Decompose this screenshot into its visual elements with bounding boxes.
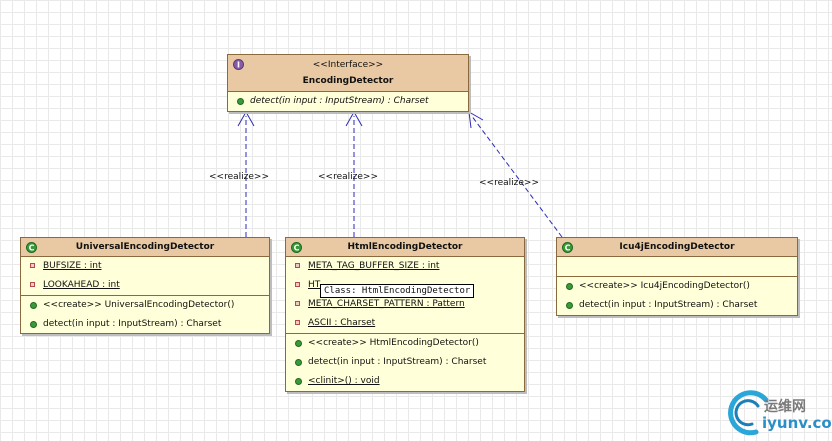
realize-label-html: <<realize>> bbox=[318, 172, 378, 182]
class-name: UniversalEncodingDetector bbox=[75, 242, 215, 252]
svg-text:C: C bbox=[29, 244, 35, 253]
class-icu4j-encoding-detector[interactable]: C Icu4jEncodingDetector <<create>> Icu4j… bbox=[556, 237, 798, 316]
realize-label-icu4j: <<realize>> bbox=[479, 178, 539, 188]
watermark-url: iyunv.com bbox=[762, 414, 832, 432]
class-icon: C bbox=[562, 242, 573, 253]
operation-row[interactable]: detect(in input : InputStream) : Charset bbox=[557, 296, 797, 315]
interface-name: EncodingDetector bbox=[302, 76, 394, 86]
class-name: HtmlEncodingDetector bbox=[347, 242, 463, 252]
class-fields: BUFSIZE : int LOOKAHEAD : int bbox=[21, 257, 269, 296]
class-html-encoding-detector[interactable]: C HtmlEncodingDetector META_TAG_BUFFER_S… bbox=[285, 237, 525, 392]
class-operations: <<create>> Icu4jEncodingDetector() detec… bbox=[557, 277, 797, 315]
field-row[interactable]: BUFSIZE : int bbox=[21, 257, 269, 276]
class-header: C HtmlEncodingDetector bbox=[286, 238, 524, 257]
private-field-icon bbox=[295, 301, 300, 306]
class-icon: C bbox=[291, 242, 302, 253]
private-field-icon bbox=[295, 320, 300, 325]
private-field-icon bbox=[30, 263, 35, 268]
realize-arrowhead-html bbox=[345, 110, 363, 127]
realize-arrowhead-icu4j bbox=[468, 111, 484, 129]
public-operation-icon bbox=[295, 378, 302, 385]
watermark-text: 运维网 bbox=[764, 399, 806, 415]
operation-row[interactable]: <<create>> Icu4jEncodingDetector() bbox=[557, 277, 797, 296]
operation-row[interactable]: detect(in input : InputStream) : Charset bbox=[21, 315, 269, 334]
class-operations: <<create>> HtmlEncodingDetector() detect… bbox=[286, 334, 524, 391]
public-operation-icon bbox=[566, 302, 573, 309]
field-row[interactable]: LOOKAHEAD : int bbox=[21, 276, 269, 295]
interface-encoding-detector[interactable]: I <<Interface>> EncodingDetector detect(… bbox=[227, 54, 469, 112]
class-icon: C bbox=[26, 242, 37, 253]
class-header: C UniversalEncodingDetector bbox=[21, 238, 269, 257]
field-row[interactable]: META_CHARSET_PATTERN : Pattern bbox=[286, 295, 524, 314]
operation-row[interactable]: detect(in input : InputStream) : Charset bbox=[286, 353, 524, 372]
public-operation-icon bbox=[30, 321, 37, 328]
watermark: 运维网 iyunv.com bbox=[726, 390, 832, 438]
field-row[interactable]: ASCII : Charset bbox=[286, 314, 524, 333]
public-operation-icon bbox=[295, 340, 302, 347]
class-tooltip: Class: HtmlEncodingDetector bbox=[320, 284, 475, 298]
interface-icon: I bbox=[233, 59, 244, 70]
interface-header: I <<Interface>> EncodingDetector bbox=[228, 55, 468, 92]
svg-text:C: C bbox=[565, 244, 571, 253]
public-operation-icon bbox=[566, 283, 573, 290]
class-fields: META_TAG_BUFFER_SIZE : int HT META_CHARS… bbox=[286, 257, 524, 334]
class-operations: <<create>> UniversalEncodingDetector() d… bbox=[21, 296, 269, 334]
realize-arrowhead-universal bbox=[237, 110, 255, 127]
field-row[interactable]: META_TAG_BUFFER_SIZE : int bbox=[286, 257, 524, 276]
private-field-icon bbox=[295, 263, 300, 268]
public-operation-icon bbox=[30, 302, 37, 309]
realize-line-icu4j bbox=[470, 114, 563, 238]
watermark-logo-icon bbox=[728, 390, 769, 436]
operation-row[interactable]: <<create>> HtmlEncodingDetector() bbox=[286, 334, 524, 353]
class-name: Icu4jEncodingDetector bbox=[619, 242, 735, 252]
private-field-icon bbox=[295, 282, 300, 287]
public-operation-icon bbox=[295, 359, 302, 366]
public-operation-icon bbox=[237, 98, 244, 105]
class-universal-encoding-detector[interactable]: C UniversalEncodingDetector BUFSIZE : in… bbox=[20, 237, 270, 334]
operation-row[interactable]: detect(in input : InputStream) : Charset bbox=[228, 92, 468, 111]
realize-label-universal: <<realize>> bbox=[209, 172, 269, 182]
operation-row[interactable]: <<create>> UniversalEncodingDetector() bbox=[21, 296, 269, 315]
interface-stereotype: <<Interface>> bbox=[312, 60, 384, 70]
interface-operations: detect(in input : InputStream) : Charset bbox=[228, 92, 468, 111]
private-field-icon bbox=[30, 282, 35, 287]
svg-text:C: C bbox=[294, 244, 300, 253]
field-row[interactable]: HT bbox=[286, 276, 524, 295]
class-fields-empty bbox=[557, 257, 797, 277]
svg-text:I: I bbox=[237, 61, 240, 70]
class-header: C Icu4jEncodingDetector bbox=[557, 238, 797, 257]
operation-row[interactable]: <clinit>() : void bbox=[286, 372, 524, 391]
